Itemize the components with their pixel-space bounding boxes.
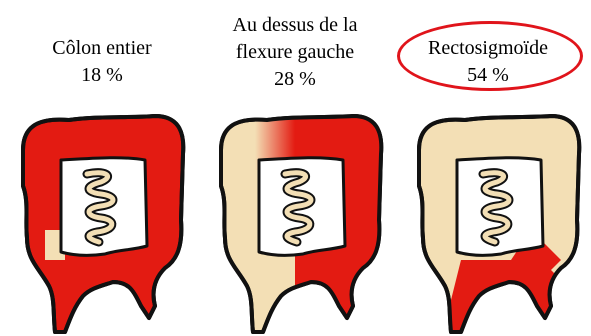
colon-illustration-rectosigmoid — [401, 110, 586, 336]
highlight-ellipse — [397, 21, 583, 91]
panel-percentage: 28 % — [200, 66, 390, 93]
panel-percentage: 18 % — [12, 62, 192, 89]
colon-illustration-left-flexure — [203, 110, 388, 336]
panel-title: Côlon entier — [12, 35, 192, 62]
panel-label-colon-entier: Côlon entier 18 % — [12, 35, 192, 89]
panel-title-line-2: flexure gauche — [200, 39, 390, 66]
colon-illustration-full — [5, 110, 190, 336]
panel-label-left-flexure: Au dessus de la flexure gauche 28 % — [200, 12, 390, 93]
panel-title-line-1: Au dessus de la — [200, 12, 390, 39]
